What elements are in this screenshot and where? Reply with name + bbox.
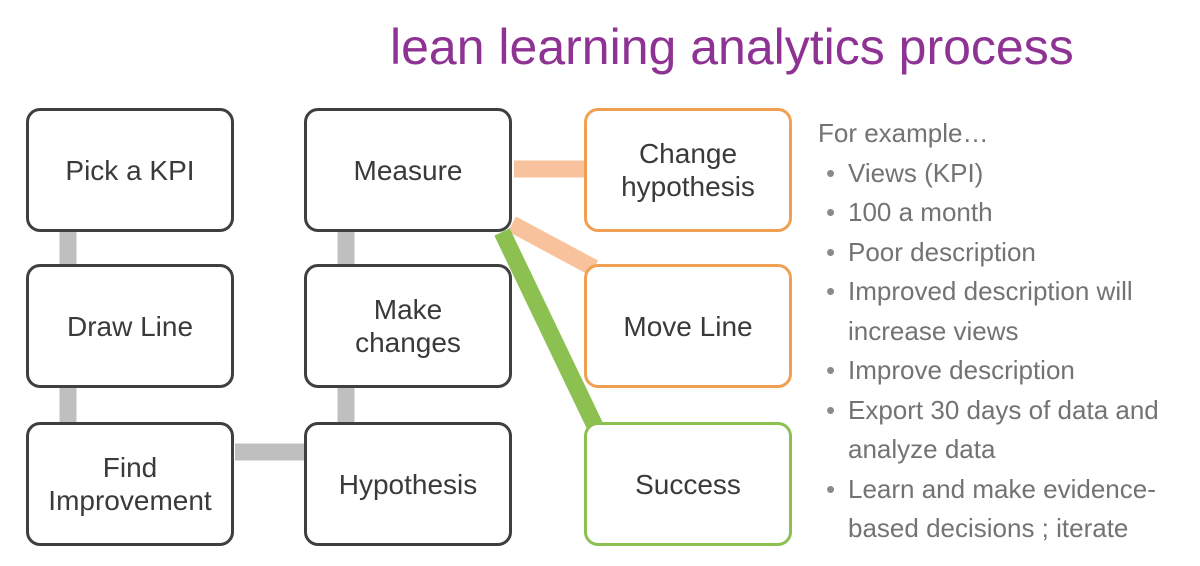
example-panel: For example… Views (KPI) 100 a month Poo… bbox=[818, 114, 1198, 549]
example-list: Views (KPI) 100 a month Poor description… bbox=[818, 154, 1198, 549]
box-label: Find Improvement bbox=[48, 452, 212, 516]
box-label: Make changes bbox=[355, 294, 461, 358]
example-item: Learn and make evidence-based decisions … bbox=[818, 470, 1198, 549]
box-label: Hypothesis bbox=[338, 468, 478, 500]
box-label: Pick a KPI bbox=[65, 154, 195, 186]
example-item: Poor description bbox=[818, 233, 1198, 273]
box-success: Success bbox=[584, 422, 792, 546]
connector-measure-to-success bbox=[494, 228, 603, 430]
box-make-changes: Make changes bbox=[304, 264, 512, 388]
connector-measure-to-move-line bbox=[507, 216, 599, 276]
example-item: 100 a month bbox=[818, 193, 1198, 233]
example-item: Export 30 days of data and analyze data bbox=[818, 391, 1198, 470]
box-measure: Measure bbox=[304, 108, 512, 232]
box-change-hypothesis: Change hypothesis bbox=[584, 108, 792, 232]
box-move-line: Move Line bbox=[584, 264, 792, 388]
example-item: Improved description will increase views bbox=[818, 272, 1198, 351]
slide-title: lean learning analytics process bbox=[390, 19, 1074, 75]
box-label: Draw Line bbox=[66, 310, 194, 342]
box-draw-line: Draw Line bbox=[26, 264, 234, 388]
box-find-improvement: Find Improvement bbox=[26, 422, 234, 546]
box-label: Measure bbox=[353, 154, 463, 186]
example-heading: For example… bbox=[818, 118, 989, 148]
box-label: Change hypothesis bbox=[621, 138, 755, 202]
example-item: Views (KPI) bbox=[818, 154, 1198, 194]
box-label: Success bbox=[635, 468, 741, 500]
box-pick-a-kpi: Pick a KPI bbox=[26, 108, 234, 232]
box-label: Move Line bbox=[623, 310, 753, 342]
box-hypothesis: Hypothesis bbox=[304, 422, 512, 546]
example-item: Improve description bbox=[818, 351, 1198, 391]
